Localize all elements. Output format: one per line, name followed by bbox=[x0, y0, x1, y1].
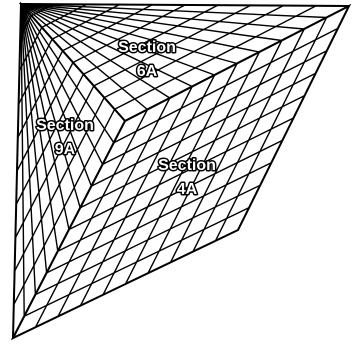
grid-line bbox=[20, 3, 59, 252]
grid-line bbox=[214, 16, 328, 242]
grid-line bbox=[113, 5, 317, 111]
section-4a-line2: 4A bbox=[177, 181, 198, 198]
section-4a-line1: Section bbox=[158, 157, 216, 174]
grid-line bbox=[20, 3, 238, 65]
grid-line bbox=[20, 3, 48, 274]
grid-line bbox=[13, 108, 116, 306]
section-label-4a: Section 4A bbox=[157, 156, 218, 200]
grid-line bbox=[15, 73, 85, 206]
grid-line bbox=[13, 96, 105, 272]
grid-line bbox=[14, 85, 95, 239]
grid-line bbox=[20, 3, 70, 231]
grid-line bbox=[20, 3, 171, 99]
grid-line bbox=[20, 3, 37, 296]
grid-line bbox=[20, 3, 216, 76]
grid-line bbox=[20, 3, 193, 88]
pyramid-faces bbox=[10, 1, 352, 341]
section-label-6a: Section 6A bbox=[117, 38, 178, 82]
grid-line bbox=[192, 28, 305, 253]
section-9a-line1: Section bbox=[36, 117, 94, 134]
grid-line bbox=[147, 51, 261, 274]
face-section-6a bbox=[18, 2, 350, 123]
grid-line bbox=[20, 3, 25, 317]
grid-line bbox=[23, 206, 250, 317]
section-6a-line1: Section bbox=[118, 39, 176, 56]
grid-line bbox=[169, 39, 283, 264]
grid-line bbox=[34, 184, 261, 296]
grid-line bbox=[57, 139, 284, 252]
grid-line bbox=[103, 4, 285, 99]
section-9a-line2: 9A bbox=[55, 141, 76, 158]
section-label-9a: Section 9A bbox=[35, 116, 96, 160]
face-section-4a-fill bbox=[13, 6, 349, 338]
face-section-6a-fill bbox=[21, 4, 349, 121]
face-section-4a bbox=[10, 3, 352, 341]
grid-line bbox=[68, 117, 295, 231]
grid-line bbox=[20, 3, 149, 111]
section-6a-line2: 6A bbox=[137, 63, 158, 80]
grid-line bbox=[82, 4, 219, 75]
grid-line bbox=[45, 162, 272, 274]
grid-line bbox=[93, 4, 252, 87]
face-section-4a-outline bbox=[10, 3, 352, 341]
